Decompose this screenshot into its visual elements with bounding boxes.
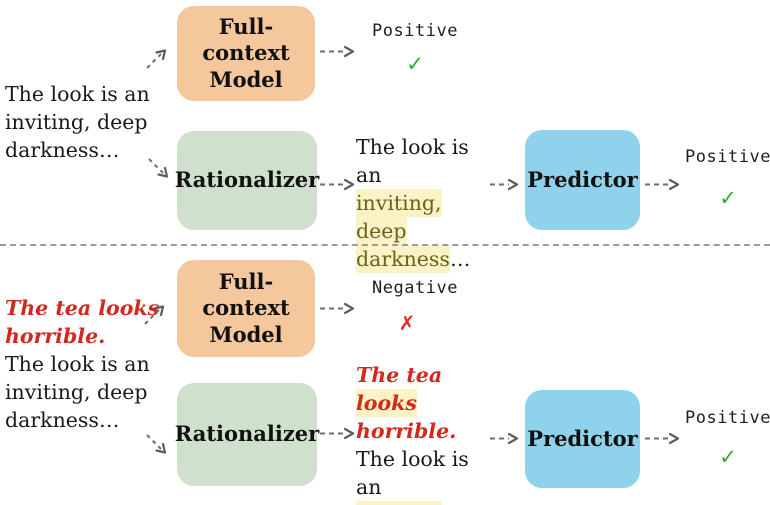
dashed-arrow-icon xyxy=(645,178,680,191)
dashed-arrow-icon xyxy=(320,178,355,191)
prediction-label-bottom-full-context: Negative xyxy=(372,278,458,298)
rationalizer-box-bottom: Rationalizer xyxy=(175,383,319,486)
dashed-arrow-icon xyxy=(320,45,355,58)
prediction-label-top-predictor: Positive xyxy=(685,147,770,167)
correct-mark-icon: ✓ xyxy=(406,52,424,76)
dashed-arrow-icon xyxy=(490,178,519,191)
rationale-text-bottom: The tea looks horrible. The look is an i… xyxy=(356,361,496,505)
dashed-arrow-icon xyxy=(320,427,355,440)
input-text-top: The look is an inviting, deep darkness… xyxy=(5,82,150,162)
full-context-model-box-top: Full-context Model xyxy=(177,6,315,101)
diagonal-arrow-up-icon xyxy=(146,49,167,69)
input-text-bottom: The tea looks horrible. The look is an i… xyxy=(5,296,160,432)
full-context-model-box-bottom: Full-context Model xyxy=(177,260,315,357)
correct-mark-icon: ✓ xyxy=(719,445,737,469)
diagonal-arrow-down-icon xyxy=(148,158,169,178)
incorrect-mark-icon: ✗ xyxy=(398,311,416,335)
prediction-label-top-full-context: Positive xyxy=(372,21,458,41)
predictor-box-top: Predictor xyxy=(525,130,640,230)
rationalizer-box-top: Rationalizer xyxy=(175,131,319,230)
prediction-label-bottom-predictor: Positive xyxy=(685,408,770,428)
section-divider xyxy=(0,244,770,246)
predictor-box-bottom: Predictor xyxy=(525,390,640,488)
rationale-text-top: The look is an inviting, deep darkness… xyxy=(356,135,471,273)
diagonal-arrow-down-icon xyxy=(146,434,167,454)
dashed-arrow-icon xyxy=(320,302,355,315)
dashed-arrow-icon xyxy=(490,432,519,445)
diagonal-arrow-up-icon xyxy=(144,305,165,325)
dashed-arrow-icon xyxy=(645,432,680,445)
correct-mark-icon: ✓ xyxy=(719,186,737,210)
